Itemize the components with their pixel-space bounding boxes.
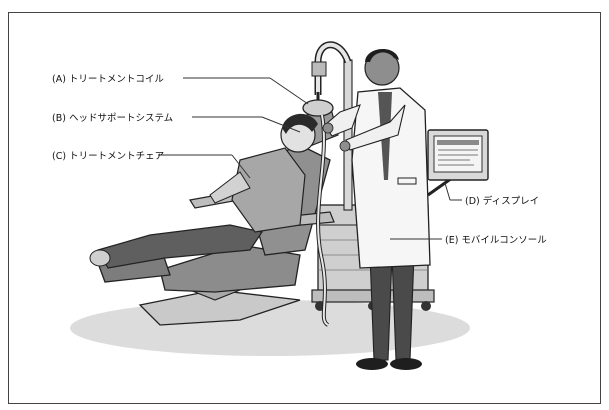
display-monitor [428,130,488,195]
label-treatment-chair: (C) トリートメントチェア [52,148,164,162]
label-treatment-coil: (A) トリートメントコイル [52,71,164,85]
label-head-support-system: (B) ヘッドサポートシステム [52,110,173,124]
label-display: (D) ディスプレイ [465,193,539,207]
label-mobile-console: (E) モバイルコンソール [445,232,547,246]
